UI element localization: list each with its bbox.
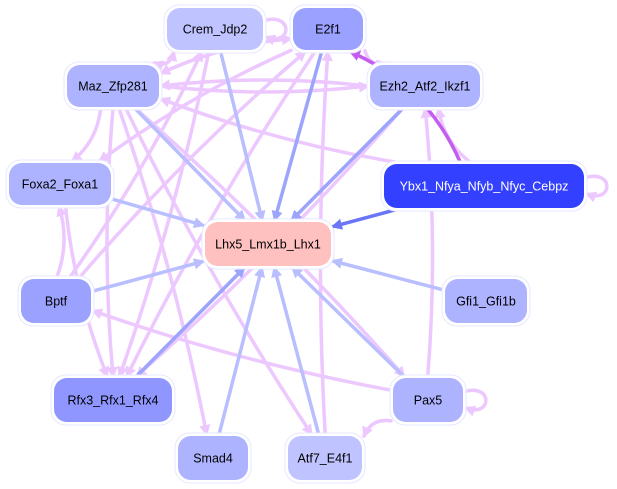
node-box: [9, 163, 111, 205]
edge-e2f1-to-rfx3: [125, 50, 317, 379]
node-smad4[interactable]: Smad4: [174, 432, 252, 484]
node-crem[interactable]: Crem_Jdp2: [163, 4, 267, 54]
node-atf7[interactable]: Atf7_E4f1: [284, 432, 366, 484]
edge-e2f1-to-lhx5: [271, 50, 324, 223]
node-box: [293, 8, 363, 50]
node-foxa2[interactable]: Foxa2_Foxa1: [5, 159, 115, 209]
node-label: Ezh2_Atf2_Ikzf1: [379, 80, 470, 94]
edge-bptf-to-lhx5: [91, 258, 206, 293]
edge-pax5-to-pax5: [461, 388, 488, 417]
edge-gfi1-to-lhx5: [330, 257, 445, 292]
edge-e2f1-to-foxa2: [97, 48, 293, 163]
node-box: [393, 378, 463, 422]
edge-bptf-to-crem: [68, 49, 204, 279]
node-box: [288, 436, 362, 480]
node-label: Crem_Jdp2: [183, 23, 248, 37]
edge-maz-to-foxa2: [70, 107, 103, 163]
node-box: [21, 279, 91, 323]
edge-crem-to-maz: [152, 50, 176, 72]
node-label: Maz_Zfp281: [78, 80, 148, 94]
edge-pax5-to-atf7: [362, 418, 393, 439]
node-ybx1[interactable]: Ybx1_Nfya_Nfyb_Nfyc_Cebpz: [380, 160, 588, 212]
edge-ybx1-to-ezh2: [434, 106, 472, 164]
node-pax5[interactable]: Pax5: [389, 374, 467, 426]
node-box: [167, 8, 263, 50]
edge-rfx3-to-lhx5: [135, 266, 246, 378]
node-box: [384, 164, 584, 208]
node-e2f1[interactable]: E2f1: [289, 4, 367, 54]
node-ezh2[interactable]: Ezh2_Atf2_Ikzf1: [366, 61, 484, 111]
node-label: Ybx1_Nfya_Nfyb_Nfyc_Cebpz: [400, 180, 569, 194]
edge-maz-to-lhx5: [133, 107, 247, 222]
edge-crem-to-crem: [261, 17, 288, 46]
edge-crem-to-lhx5: [218, 50, 266, 223]
edge-ybx1-to-lhx5: [330, 208, 397, 230]
edge-smad4-to-lhx5: [217, 265, 266, 436]
node-label: Pax5: [414, 394, 443, 408]
edge-pax5-to-ezh2: [420, 106, 435, 378]
edge-ybx1-to-maz: [158, 96, 397, 164]
node-label: Bptf: [45, 295, 68, 309]
edge-ezh2-to-maz: [158, 78, 370, 91]
node-label: Rfx3_Rfx1_Rfx4: [67, 394, 158, 408]
edge-maz-to-ezh2: [159, 81, 371, 94]
node-rfx3[interactable]: Rfx3_Rfx1_Rfx4: [50, 374, 176, 426]
node-box: [67, 65, 159, 107]
node-gfi1[interactable]: Gfi1_Gfi1b: [441, 275, 531, 327]
edge-ezh2-to-lhx5: [290, 107, 404, 222]
node-box: [445, 279, 527, 323]
edge-maz-to-rfx3: [105, 107, 118, 379]
node-label: Gfi1_Gfi1b: [456, 295, 516, 309]
node-label: E2f1: [315, 23, 341, 37]
edge-atf7-to-lhx5: [271, 265, 321, 436]
edge-bptf-to-foxa2: [55, 204, 68, 279]
node-bptf[interactable]: Bptf: [17, 275, 95, 327]
node-label: Smad4: [193, 452, 233, 466]
node-maz[interactable]: Maz_Zfp281: [63, 61, 163, 111]
node-label: Atf7_E4f1: [298, 452, 353, 466]
node-box: [54, 378, 172, 422]
edge-ybx1-to-ybx1: [582, 174, 609, 203]
edge-foxa2-to-lhx5: [111, 197, 206, 229]
node-box: [205, 222, 331, 266]
node-box: [370, 65, 480, 107]
edge-pax5-to-lhx5: [290, 266, 406, 378]
node-box: [178, 436, 248, 480]
node-label: Lhx5_Lmx1b_Lhx1: [215, 238, 321, 252]
node-lhx5[interactable]: Lhx5_Lmx1b_Lhx1: [201, 218, 335, 270]
node-label: Foxa2_Foxa1: [22, 178, 98, 192]
